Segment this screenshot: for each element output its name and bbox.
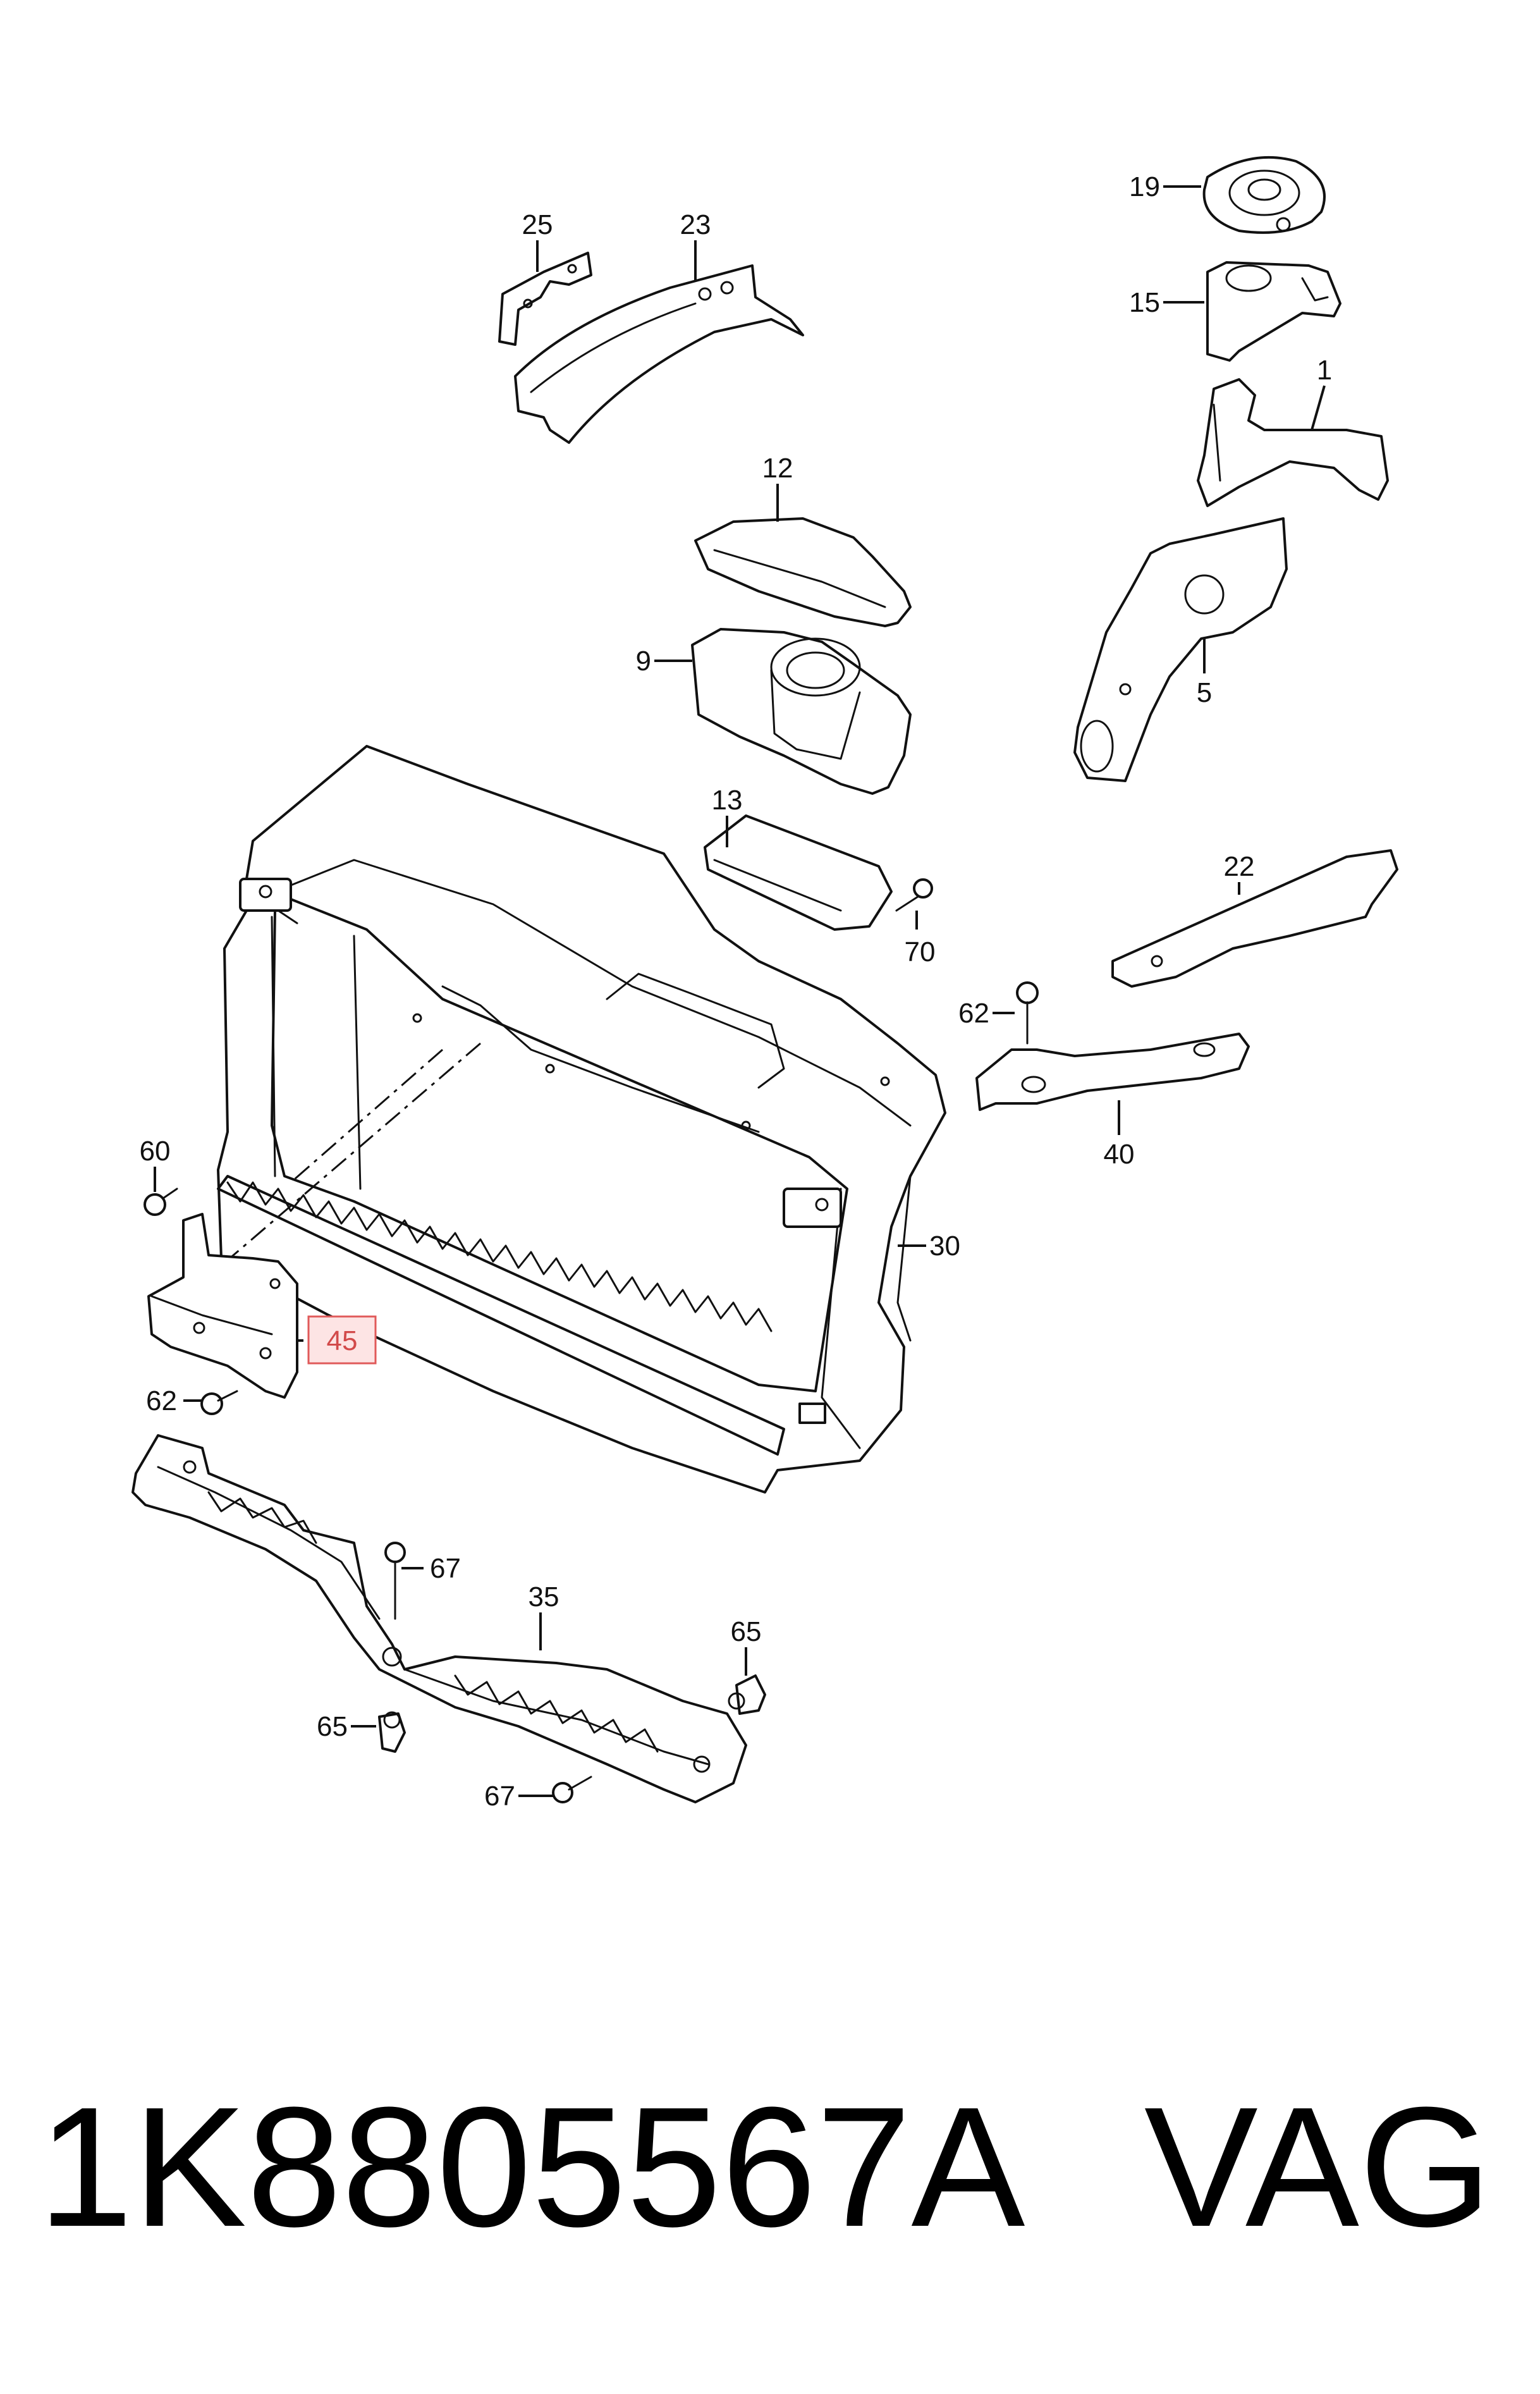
callout-1: 1 (1317, 355, 1332, 386)
callout-30: 30 (929, 1231, 960, 1261)
callout-67-lower: 67 (484, 1781, 515, 1812)
callout-60: 60 (140, 1136, 171, 1167)
callout-22: 22 (1224, 851, 1255, 882)
part-65-clip-right (728, 1674, 766, 1715)
callout-62-upper: 62 (958, 998, 989, 1029)
callout-65-left: 65 (317, 1711, 348, 1742)
leader-lines (154, 185, 1326, 1797)
callout-19: 19 (1129, 171, 1160, 202)
callout-65-right: 65 (731, 1616, 762, 1647)
part-40-bracket-arm (975, 1033, 1250, 1111)
callout-40: 40 (1104, 1139, 1135, 1170)
part-67-screw-upper (384, 1542, 406, 1620)
part-60-screw (144, 1188, 178, 1216)
part-15-strut-tower (1206, 261, 1341, 362)
callout-15: 15 (1129, 287, 1160, 318)
callout-9: 9 (636, 646, 651, 677)
highlight-box-45 (307, 1315, 377, 1365)
callout-labels: 25 23 19 15 1 12 9 5 13 70 22 62 40 60 3… (140, 171, 1333, 1812)
callout-23: 23 (680, 209, 711, 240)
part-23-rail (514, 264, 804, 444)
callout-12: 12 (762, 453, 793, 484)
callout-13: 13 (712, 785, 743, 816)
part-1-longitudinal-member (1197, 378, 1389, 507)
callout-70: 70 (905, 936, 936, 967)
part-19-strut-mount (1202, 156, 1326, 234)
callout-62-lower: 62 (146, 1385, 177, 1416)
part-30-lock-carrier (217, 745, 946, 1494)
part-25-bracket (498, 252, 592, 346)
part-62-screw-upper (1016, 981, 1039, 1045)
callout-45: 45 (327, 1325, 358, 1356)
part-13-seal-strip (704, 814, 893, 931)
part-62-screw-lower (200, 1390, 238, 1415)
part-number: 1K8805567A (38, 2072, 1026, 2262)
part-65-clip-left (378, 1711, 406, 1753)
part-45-bracket (147, 1213, 298, 1399)
callout-25: 25 (522, 209, 553, 240)
footer: 1K8805567A VAG (38, 2072, 1492, 2262)
part-22-cover-strip (1111, 849, 1398, 988)
part-9-air-guide (691, 628, 912, 795)
callout-5: 5 (1197, 677, 1212, 708)
callout-35: 35 (529, 1581, 559, 1612)
part-5-wheelhouse-panel (1073, 517, 1288, 782)
callout-67-upper: 67 (430, 1553, 461, 1584)
alignment-lines (214, 1042, 481, 1272)
brand-name: VAG (1144, 2072, 1492, 2262)
part-12-air-duct (694, 517, 912, 627)
part-35-lower-carrier (131, 1434, 747, 1803)
part-70-screw (895, 878, 933, 912)
part-67-screw-lower (552, 1776, 592, 1803)
